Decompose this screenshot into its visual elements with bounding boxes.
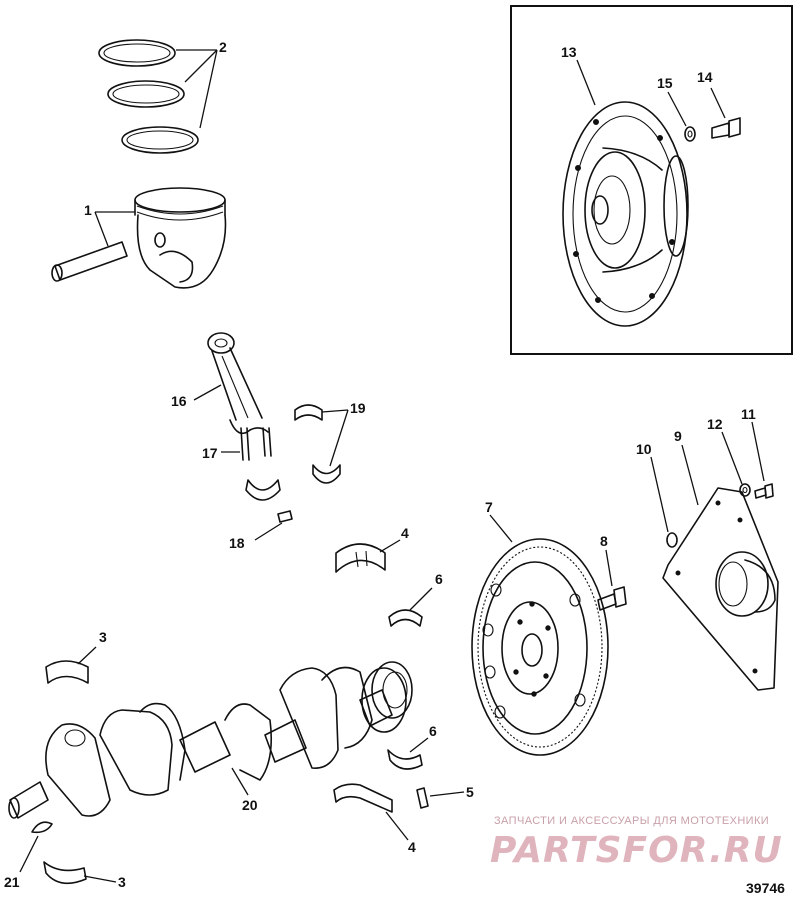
thrust-bearing-6-upper [388,609,423,627]
leader-12 [721,431,743,485]
rod-bearing-19-lower [312,464,341,484]
dowel-18 [277,510,293,523]
leader-3-upper [77,646,97,665]
watermark-logo: PARTSFOR.RU [490,830,783,871]
leader-13 [576,59,596,106]
washer-15 [684,126,696,142]
dowel-pin-5 [416,787,429,809]
label-17: 17 [202,445,218,461]
leader-5 [429,791,465,797]
leader-4-lower [385,811,409,841]
leader-9 [681,444,699,506]
main-bearing-3-lower [43,861,87,885]
label-7: 7 [485,499,493,515]
main-bearing-4-lower [333,783,393,813]
drive-plate-9 [662,487,779,691]
leader-18 [254,522,283,541]
label-13: 13 [561,44,577,60]
label-12: 12 [707,416,723,432]
label-18: 18 [229,535,245,551]
leader-19 [321,409,349,467]
label-5: 5 [466,784,474,800]
label-16: 16 [171,393,187,409]
label-2: 2 [219,39,227,55]
damper-plate-13 [562,101,689,327]
label-15: 15 [657,75,673,91]
inset-frame [510,5,793,355]
label-3-upper: 3 [99,629,107,645]
leader-6-upper [409,587,433,611]
leader-1 [94,211,135,247]
label-6-upper: 6 [435,571,443,587]
leader-14 [710,87,726,119]
label-14: 14 [697,69,713,85]
label-6-lower: 6 [429,723,437,739]
connecting-rod-16 [207,332,269,435]
leader-7 [489,514,513,543]
leader-10 [650,456,669,533]
leader-11 [751,421,765,482]
piston-pin-1 [51,241,128,282]
piston-rings-2 [98,39,199,154]
leader-3-lower [83,875,117,883]
label-1: 1 [84,202,92,218]
bolt-11 [754,483,774,499]
watermark-tagline: ЗАПЧАСТИ И АКСЕССУАРЫ ДЛЯ МОТОТЕХНИКИ [494,815,769,827]
leader-8 [605,549,613,587]
label-19: 19 [350,400,366,416]
leader-21 [19,835,39,873]
label-4-upper: 4 [401,525,409,541]
main-bearing-4-upper [335,543,386,573]
label-8: 8 [600,533,608,549]
rod-bolts-17 [240,427,272,461]
label-11: 11 [741,406,756,422]
leader-4-upper [379,539,401,553]
leader-20 [231,767,249,796]
piston-1 [134,187,227,289]
label-4-lower: 4 [408,839,416,855]
label-9: 9 [674,428,682,444]
bolt-14 [711,117,741,139]
flywheel-7 [471,538,609,756]
woodruff-key-21 [31,821,53,834]
leader-16 [193,384,222,401]
rod-bearing-19-cap [245,479,281,501]
label-10: 10 [636,441,652,457]
leader-15 [667,91,687,127]
leader-6-lower [409,737,429,753]
leader-2 [176,49,218,129]
label-21: 21 [4,874,20,890]
label-20: 20 [242,797,258,813]
main-bearing-3-upper [45,660,89,684]
flywheel-bolt-8 [597,586,627,611]
thrust-bearing-6-lower [387,749,423,770]
figure-number: 39746 [746,880,785,896]
rod-bearing-19-upper [294,404,323,421]
washer-12 [739,483,751,497]
crankshaft-20 [8,661,413,819]
label-3-lower: 3 [118,874,126,890]
dowel-10 [666,532,678,548]
